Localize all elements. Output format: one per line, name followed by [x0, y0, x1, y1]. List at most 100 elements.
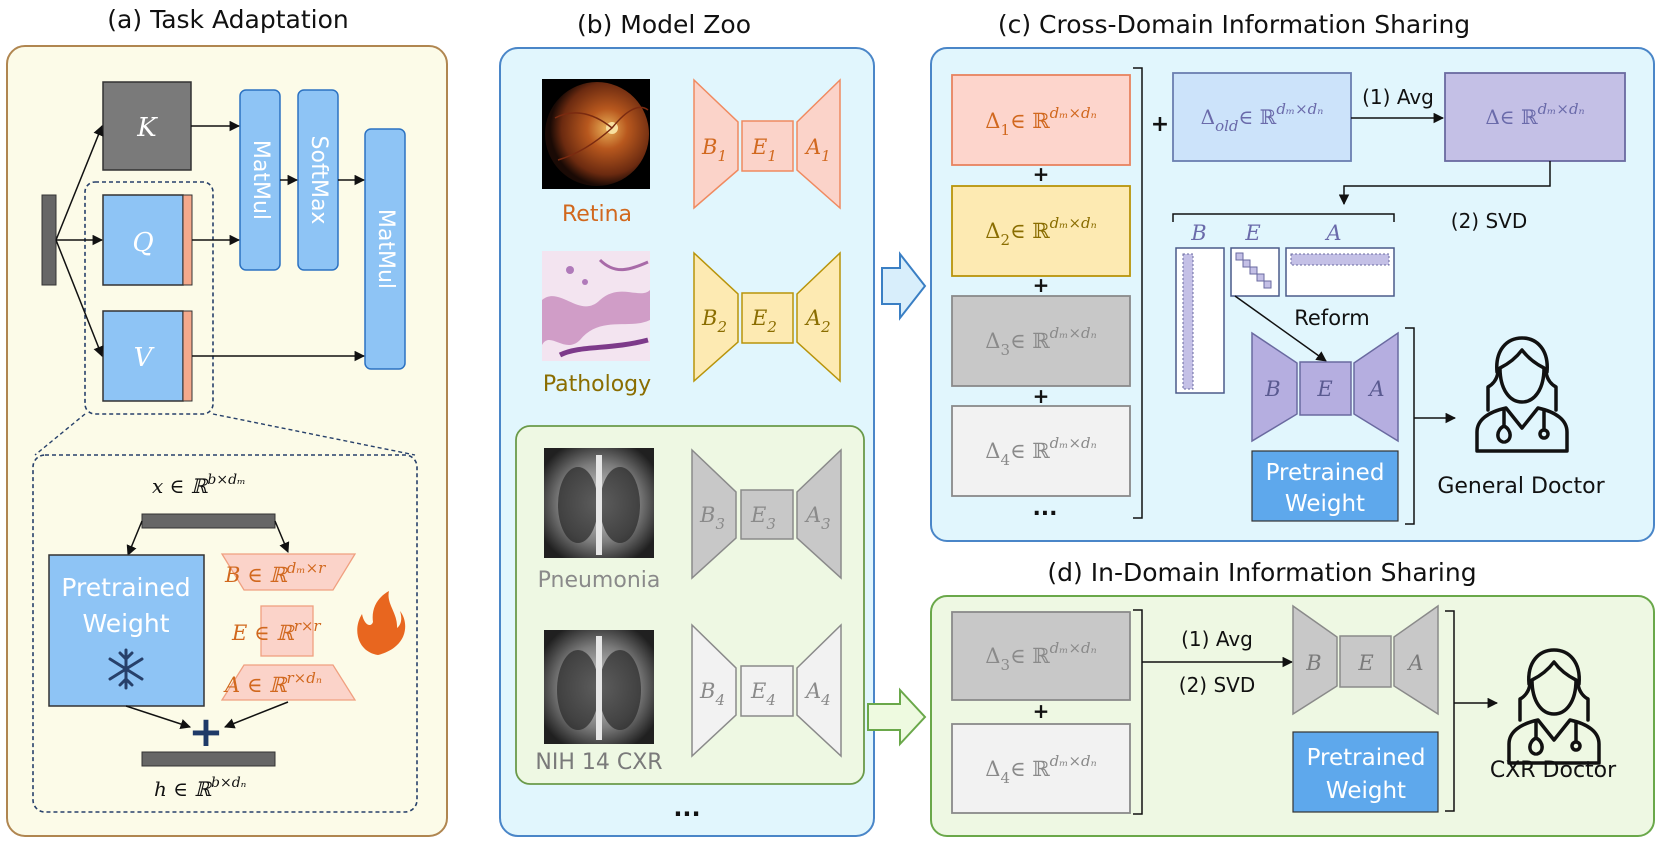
b-eq: B ∈ ℝdₘ×r: [224, 559, 326, 587]
svd-e-label: E: [1244, 221, 1260, 245]
delta-3-box: [951, 295, 1131, 387]
e3-label: E3: [750, 503, 776, 533]
h-label: h ∈ ℝb×dₙ: [154, 775, 247, 801]
a4-label: A4: [804, 679, 831, 709]
b-matrix-shape-a: [220, 553, 357, 591]
arrow-to-in-domain: [867, 687, 927, 747]
plus-c-2: +: [1033, 273, 1050, 297]
k-box: [102, 81, 192, 171]
cxr-e-label: E: [1357, 651, 1373, 675]
deltas-bracket-c: [1133, 67, 1143, 519]
k-label: K: [136, 113, 158, 143]
cxr-doctor-icon: [1507, 648, 1601, 765]
e1-shape: [741, 120, 794, 172]
pretrained-label-d-2: Weight: [1326, 778, 1406, 804]
v-lora-strip: [182, 310, 193, 402]
delta-avg-label: Δ∈ ℝdₘ×dₙ: [1485, 100, 1584, 129]
a1-label: A1: [804, 135, 831, 165]
nih-cxr-image: [544, 630, 654, 744]
general-doctor-icon: [1475, 336, 1569, 453]
pretrained-weight-box-c: [1251, 450, 1399, 522]
title-a: (a) Task Adaptation: [107, 5, 348, 34]
a-eq: A ∈ ℝr×dₙ: [223, 669, 322, 697]
delta-old-label: Δold∈ ℝdₘ×dₙ: [1201, 100, 1324, 135]
cxr-b-label: B: [1305, 651, 1321, 675]
cxr-a-label: A: [1406, 651, 1423, 675]
d-delta-3-box: [951, 611, 1131, 701]
reform-label: Reform: [1294, 306, 1370, 330]
cxr-b-shape: [1292, 604, 1338, 716]
b4-label: B4: [699, 679, 725, 709]
pathology-image: [542, 251, 650, 361]
plus-c-3: +: [1033, 384, 1050, 408]
pneumonia-xray-image: [544, 448, 654, 558]
b1-label: B1: [701, 135, 727, 165]
delta-old-box: [1172, 72, 1352, 162]
e2-shape: [741, 292, 794, 344]
delta-2-label: Δ2∈ ℝdₘ×dₙ: [985, 214, 1096, 249]
e-eq: E ∈ ℝr×r: [231, 617, 321, 645]
svd-label-c: (2) SVD: [1451, 209, 1527, 233]
b3-shape: [691, 448, 737, 580]
v-box: [102, 310, 184, 402]
q-box: [102, 194, 184, 286]
pneumonia-label: Pneumonia: [538, 568, 661, 593]
b2-shape: [693, 251, 739, 383]
e1-label: E1: [751, 135, 777, 165]
e3-shape: [740, 489, 794, 540]
title-d: (d) In-Domain Information Sharing: [1047, 558, 1476, 587]
a4-shape: [796, 623, 842, 758]
general-a-shape: [1353, 331, 1399, 443]
svd-a-label: A: [1324, 221, 1341, 245]
b2-label: B2: [701, 306, 727, 336]
e4-shape: [740, 665, 794, 717]
cxr-a-shape: [1393, 604, 1439, 716]
b4-shape: [691, 623, 737, 758]
pretrained-label-a-1: Pretrained: [61, 573, 190, 602]
model-zoo-ellipsis: ...: [673, 794, 700, 822]
general-doctor-label: General Doctor: [1437, 474, 1605, 499]
add-plus-sign: +: [188, 707, 223, 756]
matmul-2-label: MatMul: [373, 209, 398, 289]
x-label: x ∈ ℝb×dₘ: [152, 472, 246, 498]
svd-bracket: [1172, 213, 1395, 222]
matmul-2-box: [364, 128, 406, 370]
pathology-label: Pathology: [543, 372, 651, 397]
h-bar: [141, 751, 276, 767]
pretrained-label-c-1: Pretrained: [1266, 460, 1385, 486]
retina-label: Retina: [562, 202, 632, 227]
e4-label: E4: [750, 679, 776, 709]
d-delta-3-label: Δ3∈ ℝdₘ×dₙ: [985, 639, 1096, 674]
a2-label: A2: [804, 306, 831, 336]
a2-shape: [796, 251, 841, 383]
nih-label: NIH 14 CXR: [535, 750, 662, 775]
delta-1-label: Δ1∈ ℝdₘ×dₙ: [985, 104, 1096, 139]
cxr-model-bracket: [1445, 610, 1455, 812]
svd-b-label: B: [1190, 221, 1206, 245]
pretrained-label-a-2: Weight: [82, 609, 169, 638]
x-bar: [141, 513, 276, 529]
softmax-label: SoftMax: [306, 136, 331, 225]
fire-icon: [357, 591, 406, 655]
svd-e-matrix: [1230, 247, 1280, 297]
b1-shape: [693, 78, 739, 210]
general-model-bracket: [1405, 327, 1415, 525]
input-token-bar: [41, 194, 57, 286]
q-label: Q: [132, 228, 153, 258]
v-label: V: [134, 343, 155, 373]
plus-c-1: +: [1033, 162, 1050, 186]
delta-2-box: [951, 185, 1131, 277]
q-lora-strip: [182, 194, 193, 286]
arrow-to-cross-domain: [881, 251, 927, 321]
svd-label-d: (2) SVD: [1179, 673, 1255, 697]
retina-image: [542, 79, 650, 189]
d-delta-4-label: Δ4∈ ℝdₘ×dₙ: [985, 752, 1096, 787]
delta-1-box: [951, 74, 1131, 166]
pretrained-label-c-2: Weight: [1285, 491, 1365, 517]
general-e-shape: [1299, 361, 1352, 416]
e2-label: E2: [751, 306, 777, 336]
a3-label: A3: [804, 503, 831, 533]
lora-detail-box: [32, 454, 418, 813]
delta-4-label: Δ4∈ ℝdₘ×dₙ: [985, 434, 1096, 469]
